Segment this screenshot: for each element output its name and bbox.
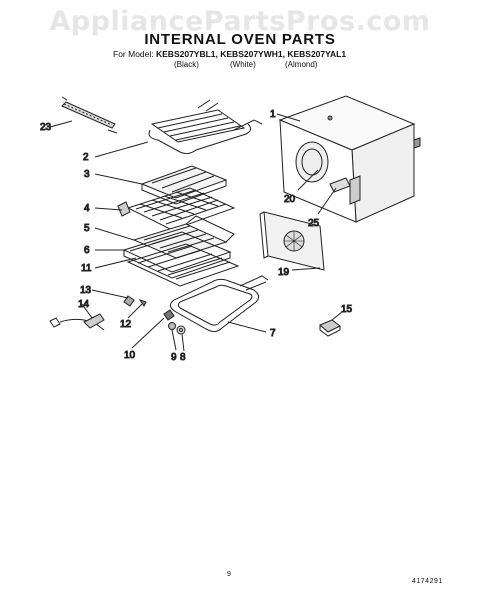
leader-3 <box>94 173 143 185</box>
leader-15 <box>331 311 343 321</box>
leader-23 <box>49 120 73 128</box>
model-list: For Model: KEBS207YBL1, KEBS207YWH1, KEB… <box>113 49 346 59</box>
model-label: For Model: <box>113 49 154 59</box>
callout-6: 6 <box>84 245 90 256</box>
color-black: (Black) <box>174 60 199 69</box>
model-numbers: KEBS207YBL1, KEBS207YWH1, KEBS207YAL1 <box>156 49 347 59</box>
leader-19 <box>291 267 321 271</box>
callout-11: 11 <box>81 263 92 274</box>
callout-9: 9 <box>171 352 177 363</box>
part-7-lower-element <box>170 275 269 333</box>
leader-5 <box>94 227 135 241</box>
part-8-nut <box>176 325 186 335</box>
leader-9 <box>171 329 177 351</box>
callout-19: 19 <box>278 267 290 278</box>
callout-8: 8 <box>180 352 186 363</box>
callout-23: 23 <box>40 122 52 133</box>
color-almond: (Almond) <box>285 60 318 69</box>
leader-12 <box>127 303 143 319</box>
leader-14 <box>81 303 93 319</box>
leader-20 <box>297 169 319 191</box>
leader-7 <box>227 321 267 333</box>
callout-14: 14 <box>78 299 90 310</box>
leader-8 <box>181 333 185 352</box>
part-11-lower-rack <box>126 243 240 287</box>
callout-3: 3 <box>84 169 90 180</box>
leader-4 <box>94 207 123 211</box>
part-19-fan-cover <box>259 211 325 271</box>
callout-10: 10 <box>124 350 136 361</box>
part-5-broiler-grid <box>132 215 235 259</box>
part-2-bake-element <box>148 99 263 155</box>
callout-4: 4 <box>84 203 90 214</box>
part-13-clip <box>123 295 147 307</box>
callout-1: 1 <box>270 109 276 120</box>
watermark: AppliancePartsPros.com <box>49 6 431 37</box>
part-23-vent-trim <box>61 96 118 134</box>
callout-20: 20 <box>284 194 296 205</box>
leader-11 <box>94 257 137 269</box>
callout-5: 5 <box>84 223 90 234</box>
callout-12: 12 <box>120 319 132 330</box>
leader-13 <box>91 289 129 299</box>
part-4-oven-rack <box>117 187 236 231</box>
leader-25 <box>317 187 337 215</box>
part-9-screw <box>168 322 176 330</box>
callout-13: 13 <box>80 285 92 296</box>
callout-7: 7 <box>270 328 276 339</box>
part-10-bracket <box>163 309 175 321</box>
page-number: 9 <box>227 571 231 578</box>
part-25-screw <box>329 177 351 193</box>
callout-15: 15 <box>341 304 353 315</box>
leader-10 <box>131 317 165 349</box>
part-1-oven-cavity <box>278 95 421 223</box>
leader-2 <box>94 141 149 158</box>
part-14-temperature-sensor <box>49 313 105 331</box>
callout-2: 2 <box>83 152 89 163</box>
part-3-upper-shield <box>140 165 228 205</box>
leader-1 <box>276 113 301 122</box>
color-white: (White) <box>230 60 256 69</box>
document-code: 4174291 <box>412 578 443 585</box>
callout-25: 25 <box>308 218 320 229</box>
part-15-bracket <box>319 319 341 337</box>
page-title: INTERNAL OVEN PARTS <box>144 31 336 48</box>
